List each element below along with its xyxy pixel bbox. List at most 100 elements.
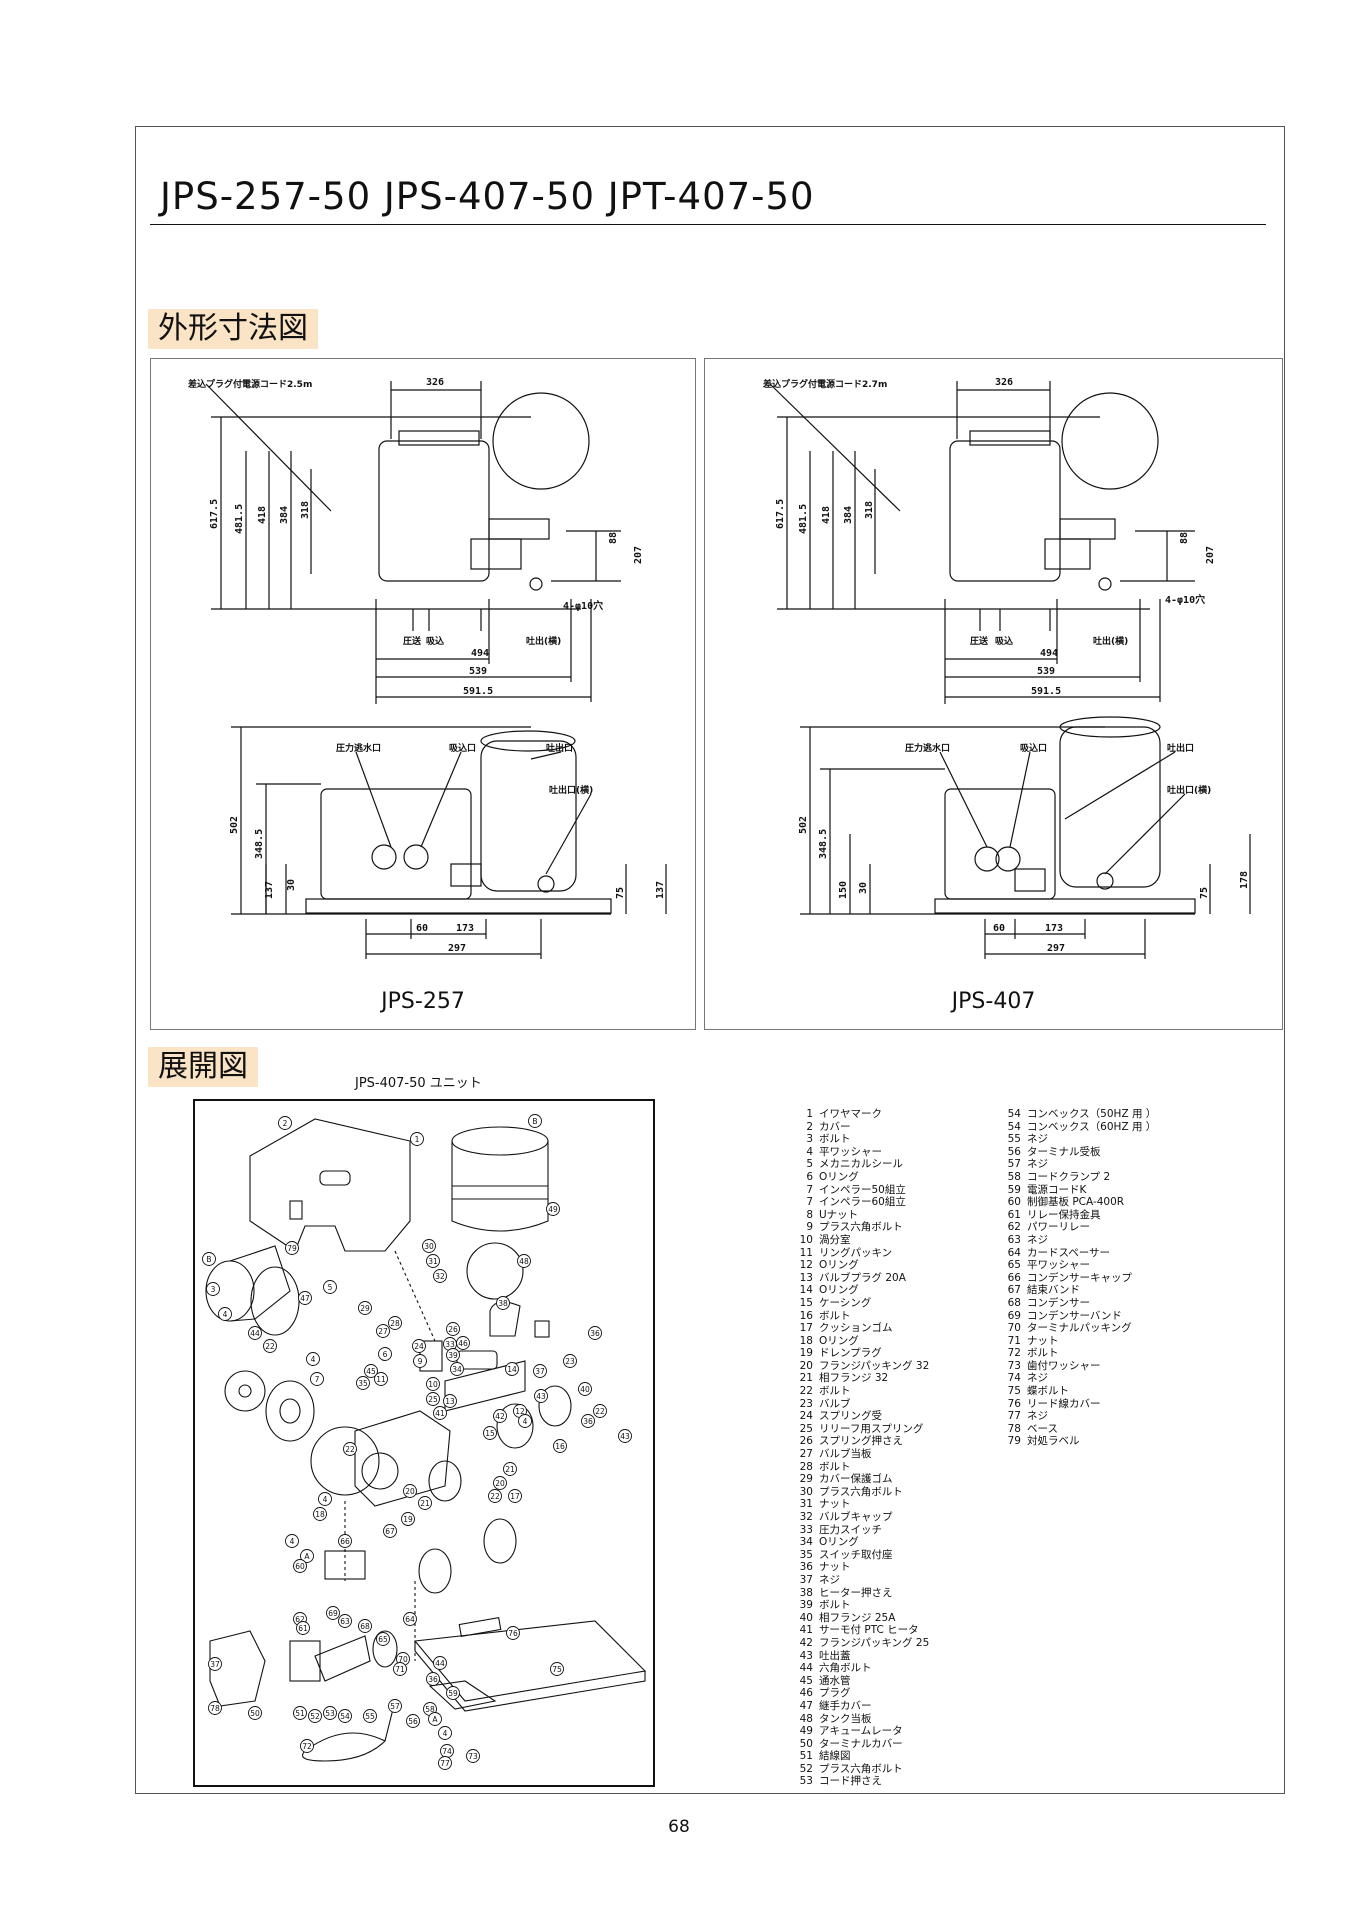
part-name: リングパッキン [819,1246,893,1259]
part-number: 30 [799,1485,813,1498]
part-number: 18 [799,1334,813,1347]
dim-348-5: 348.5 [254,829,265,859]
part-name: ケーシング [819,1296,872,1309]
callout-bubble: 23 [563,1354,577,1368]
part-number: 2 [806,1120,813,1133]
jps407-drawing: 差込プラグ付電源コード2.7m 326 617.5 481.5 418 384 … [763,377,1251,959]
page-frame [135,126,1285,1794]
callout-bubble: 22 [343,1442,357,1456]
callout-number: 49 [548,1205,558,1214]
part-number: 74 [1007,1372,1021,1385]
callout-bubble: 75 [550,1662,564,1676]
part-name: スイッチ取付座 [819,1548,893,1561]
label-pressure-port: 圧力逃水口 [336,742,381,754]
dim-591-5: 591.5 [463,686,493,697]
part-number: 37 [799,1573,813,1586]
label-outlet-side-port: 吐出口(横) [549,784,593,796]
callout-number: 67 [385,1527,395,1536]
callout-number: 35 [358,1379,368,1388]
part-number: 40 [799,1611,813,1624]
callout-number: 22 [345,1445,355,1454]
part-name: フランジパッキング 25 [819,1636,930,1649]
cord-note: 差込プラグ付電源コード2.5m [188,378,312,390]
part-number: 5 [806,1158,813,1171]
dim-494: 494 [1040,648,1058,659]
part-number: 79 [1007,1435,1021,1448]
part-number: 44 [799,1662,813,1675]
dim-418: 418 [821,506,832,524]
callout-bubble: 6 [378,1347,392,1361]
callout-bubble: 49 [546,1202,560,1216]
callout-number: 41 [435,1409,445,1418]
callout-bubble: 3 [206,1282,220,1296]
part-name: Uナット [819,1208,859,1221]
part-number: 7 [806,1183,813,1196]
callout-number: 63 [340,1617,350,1626]
callout-bubble: 59 [446,1686,460,1700]
callout-number: 62 [295,1615,305,1624]
part-number: 13 [799,1271,813,1284]
callout-bubble: 1 [410,1132,424,1146]
callout-bubble: 52 [308,1709,322,1723]
callout-number: 4 [323,1495,328,1504]
callout-number: 42 [495,1412,505,1421]
part-number: 21 [799,1372,813,1385]
callout-number: 25 [428,1395,438,1404]
callout-bubble: 18 [313,1507,327,1521]
part-number: 63 [1007,1233,1021,1246]
callout-bubble: 53 [323,1706,337,1720]
callout-bubble: 55 [363,1709,377,1723]
dim-60: 60 [993,923,1005,934]
callout-bubble: 46 [456,1336,470,1350]
part-number: 49 [799,1725,813,1738]
callout-bubble: 43 [534,1389,548,1403]
callout-number: 69 [328,1609,338,1618]
callout-number: 36 [590,1329,600,1338]
callout-bubble: B [202,1252,216,1266]
dim-418: 418 [257,506,268,524]
part-name: パワーリレー [1027,1221,1090,1234]
callout-bubble: 42 [493,1409,507,1423]
label-outlet-port: 吐出口 [1167,742,1194,754]
callout-bubble: 7 [310,1372,324,1386]
callout-bubble: 9 [413,1354,427,1368]
label-outlet-side: 吐出(横) [526,635,561,647]
part-name: ネジ [819,1573,840,1586]
part-number: 1 [806,1108,813,1120]
part-name: コンデンサーバンド [1027,1309,1122,1322]
callout-bubble: 34 [450,1362,464,1376]
callout-number: 12 [515,1407,525,1416]
part-number: 10 [799,1233,813,1246]
callout-bubble: 43 [618,1429,632,1443]
part-number: 66 [1007,1271,1021,1284]
part-name: イワヤマーク [819,1108,882,1120]
callout-bubble: 4 [285,1534,299,1548]
callout-number: 30 [424,1242,434,1251]
dim-60: 60 [416,923,428,934]
part-name: 吐出蓋 [819,1649,851,1662]
label-suction: 吸込 [995,635,1013,647]
callout-bubble: 4 [306,1352,320,1366]
part-number: 34 [799,1536,813,1549]
dim-481-5: 481.5 [798,504,809,534]
part-name: ナット [1027,1334,1059,1347]
section-heading-dimensions: 外形寸法図 [148,309,318,349]
callout-bubble: A [428,1712,442,1726]
